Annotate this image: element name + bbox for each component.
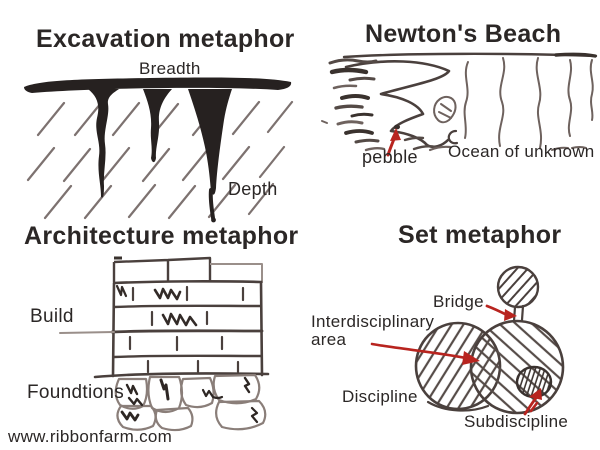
architecture-sketch [59,256,270,432]
site-url: www.ribbonfarm.com [8,427,173,446]
pebble-label: pebble [362,147,418,167]
build-label: Build [30,306,74,327]
bridged-circle [496,265,540,309]
beach-sketch [321,52,598,157]
coastline-zigzag [344,60,451,149]
wall-body [59,280,264,378]
subdiscipline-arrowhead [529,388,542,400]
interdisciplinary-label-line1: Interdisciplinary [311,312,435,331]
horizon-line-dark-end [554,52,597,58]
drip-dot [211,217,216,223]
architecture-title: Architecture metaphor [24,222,299,250]
circle-overdraw-stroke [426,400,490,412]
wall-top-row [112,256,263,283]
ocean-label: Ocean of unknown [448,142,595,161]
red-arrows [370,304,542,416]
interdisciplinary-label-line2: area [311,329,347,349]
subdiscipline-label: Subdiscipline [464,412,569,431]
brick-scribbles [115,284,198,327]
discipline-circle-right [469,319,565,415]
breadth-label: Breadth [139,59,201,78]
excavation-title: Excavation metaphor [36,25,295,53]
foundations-label: Foundtions [27,382,125,403]
brick-joints [128,285,245,374]
pebble-dot [394,124,400,130]
pebble-arrowhead [390,128,401,141]
foundation-stones [114,373,267,432]
coastline-hook [447,129,459,145]
excavation-spike-2 [143,89,172,163]
shell [433,95,457,124]
depth-label: Depth [228,179,278,199]
set-sketch [370,265,565,416]
excavation-spike-3 [188,89,232,195]
ocean-wave-lines [463,57,594,151]
ground-line [93,372,270,379]
subdiscipline-arrow-dash [529,401,539,413]
excavation-spike-1 [88,89,119,198]
stone-scribbles [120,376,259,424]
ground-hatching [26,100,294,220]
subdiscipline-circle [515,365,553,399]
set-title: Set metaphor [398,221,562,249]
discipline-label: Discipline [342,387,418,406]
shore-scribbles [321,58,452,152]
interdisciplinary-arrowhead [462,351,480,365]
interdisciplinary-label: Interdisciplinary area [311,313,434,349]
bridge-arrowhead [504,309,517,321]
excavation-spike-3-drip [208,188,215,220]
subdiscipline-arrow [523,396,538,416]
bridge-connector [512,304,525,323]
interdisciplinary-arrow [370,342,468,360]
bridge-label: Bridge [433,292,484,311]
excavation-sketch [24,77,294,223]
bridge-arrow [485,304,509,317]
beach-title: Newton's Beach [365,20,562,48]
